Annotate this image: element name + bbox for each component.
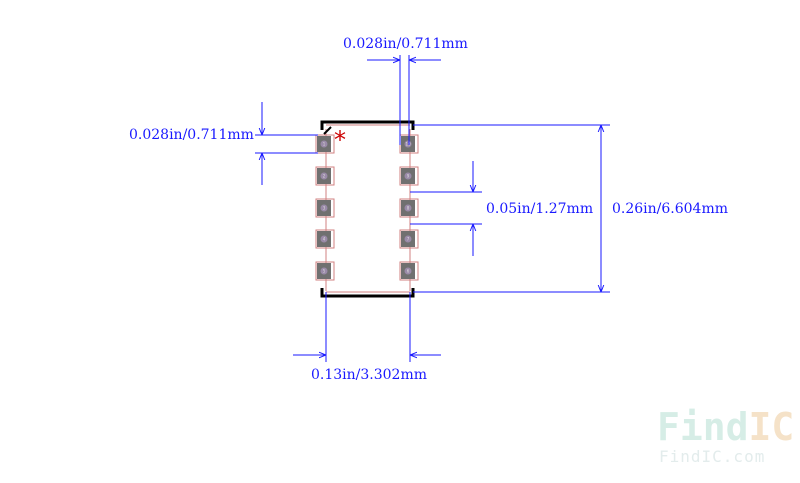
pad-4: 4 xyxy=(315,229,335,249)
svg-text:FindIC: FindIC xyxy=(657,405,794,449)
pad-7: 7 xyxy=(399,229,419,249)
pin1-marker: * xyxy=(334,126,346,154)
logo-url-text: FindIC.com xyxy=(659,447,765,466)
pad-height-label: 0.028in/0.711mm xyxy=(129,127,254,143)
pad-number: 6 xyxy=(407,269,410,274)
findic-logo: FindIC FindIC.com xyxy=(657,405,794,466)
logo-find-text: Find xyxy=(657,405,749,449)
pin1-corner-mark xyxy=(323,126,332,135)
pad-9: 9 xyxy=(399,166,419,186)
pad-6: 6 xyxy=(399,261,419,281)
row-span-label: 0.13in/3.302mm xyxy=(311,367,427,383)
pad-number: 2 xyxy=(323,174,326,179)
dimension-lines xyxy=(255,55,610,362)
pad-8: 8 xyxy=(399,198,419,218)
pad-number: 5 xyxy=(323,269,326,274)
pad-number: 7 xyxy=(407,237,410,242)
pad-width-label: 0.028in/0.711mm xyxy=(343,36,468,52)
pad-3: 3 xyxy=(315,198,335,218)
logo-ic-text: IC xyxy=(749,405,795,449)
pad-number: 8 xyxy=(407,206,410,211)
pad-number: 10 xyxy=(405,142,411,147)
pad-group: 1 2 3 4 5 10 9 8 7 6 xyxy=(315,134,419,281)
pad-2: 2 xyxy=(315,166,335,186)
pad-number: 9 xyxy=(407,174,410,179)
pad-1: 1 xyxy=(315,134,335,154)
pad-number: 3 xyxy=(323,206,326,211)
overall-height-label: 0.26in/6.604mm xyxy=(612,201,728,217)
pad-number: 4 xyxy=(323,237,326,242)
pitch-label: 0.05in/1.27mm xyxy=(486,201,593,217)
pad-5: 5 xyxy=(315,261,335,281)
pad-number: 1 xyxy=(323,142,326,147)
